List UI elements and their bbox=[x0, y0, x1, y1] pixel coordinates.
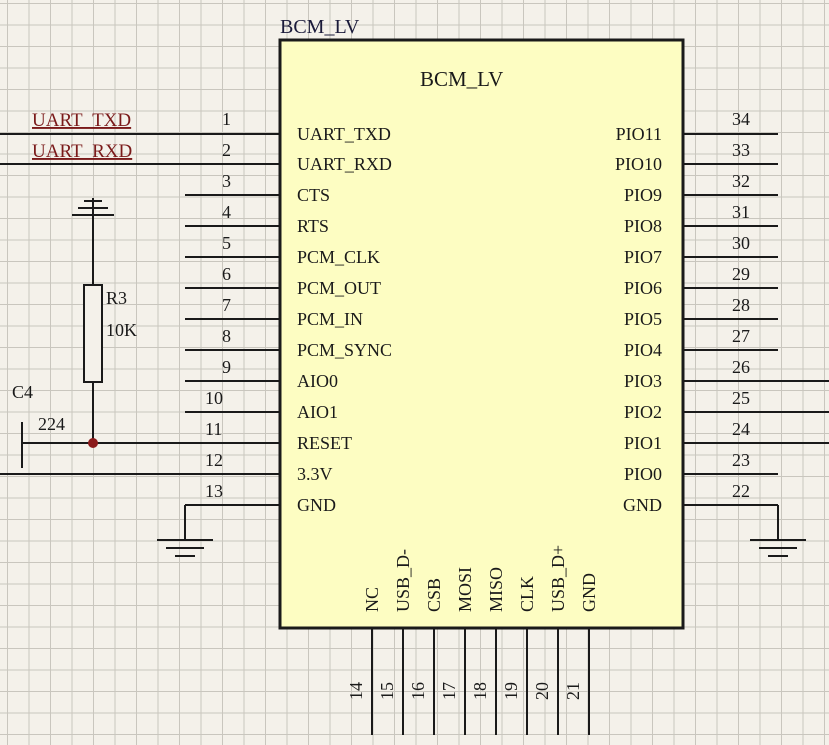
pin-number-13: 13 bbox=[205, 481, 223, 501]
pin-number-7: 7 bbox=[222, 295, 231, 315]
pin-number-1: 1 bbox=[222, 109, 231, 129]
pin-name-gnd-left: GND bbox=[297, 495, 336, 515]
pin-number-11: 11 bbox=[205, 419, 222, 439]
ground-symbol-left[interactable] bbox=[157, 505, 213, 557]
capacitor-value-label: 224 bbox=[38, 414, 65, 434]
pin-number-25: 25 bbox=[732, 388, 750, 408]
reset-junction-dot[interactable] bbox=[88, 438, 98, 448]
pin-number-32: 32 bbox=[732, 171, 750, 191]
pin-name-usb-d-plus: USB_D+ bbox=[548, 545, 568, 612]
pin-name-usb-d-minus: USB_D- bbox=[393, 549, 413, 612]
pin-number-23: 23 bbox=[732, 450, 750, 470]
pin-number-22: 22 bbox=[732, 481, 750, 501]
pin-name-mosi: MOSI bbox=[455, 567, 475, 612]
left-pin-group: 1 UART_TXD 2 UART_RXD 3 CTS 4 RTS 5 PCM_… bbox=[185, 109, 392, 515]
pin-name-pio0: PIO0 bbox=[624, 464, 662, 484]
pin-number-33: 33 bbox=[732, 140, 750, 160]
chip-name-label: BCM_LV bbox=[420, 67, 503, 91]
pin-number-8: 8 bbox=[222, 326, 231, 346]
pin-number-10: 10 bbox=[205, 388, 223, 408]
chip-body[interactable] bbox=[278, 38, 685, 630]
pin-name-rts: RTS bbox=[297, 216, 329, 236]
pin-name-pio10: PIO10 bbox=[615, 154, 662, 174]
pin-number-27: 27 bbox=[732, 326, 750, 346]
pin-name-gnd-right: GND bbox=[623, 495, 662, 515]
pin-number-20: 20 bbox=[532, 682, 552, 700]
pin-number-30: 30 bbox=[732, 233, 750, 253]
pin-number-15: 15 bbox=[377, 682, 397, 700]
pin-number-31: 31 bbox=[732, 202, 750, 222]
pin-name-3v3: 3.3V bbox=[297, 464, 333, 484]
pin-name-pcm-clk: PCM_CLK bbox=[297, 247, 380, 267]
pin-number-14: 14 bbox=[346, 682, 366, 700]
pin-number-16: 16 bbox=[408, 682, 428, 700]
uart-net-wires bbox=[0, 133, 185, 165]
pin-number-24: 24 bbox=[732, 419, 750, 439]
bottom-pin-group: NC 14 USB_D- 15 CSB 16 MOSI 17 MISO 18 C… bbox=[346, 545, 599, 735]
pin-name-aio1: AIO1 bbox=[297, 402, 338, 422]
pin-number-19: 19 bbox=[501, 682, 521, 700]
pin-name-reset: RESET bbox=[297, 433, 352, 453]
pin-name-aio0: AIO0 bbox=[297, 371, 338, 391]
ground-symbol-top[interactable] bbox=[72, 198, 114, 285]
pin-name-pcm-in: PCM_IN bbox=[297, 309, 363, 329]
pin-number-34: 34 bbox=[732, 109, 750, 129]
pin-name-nc: NC bbox=[362, 587, 382, 612]
pin-number-9: 9 bbox=[222, 357, 231, 377]
net-label-uart-rxd[interactable]: UART_RXD bbox=[32, 141, 132, 162]
resistor-r3[interactable] bbox=[83, 284, 103, 383]
right-pin-group: 34 PIO11 33 PIO10 32 PIO9 31 PIO8 30 PIO… bbox=[615, 109, 829, 515]
pin-number-26: 26 bbox=[732, 357, 750, 377]
pin-number-2: 2 bbox=[222, 140, 231, 160]
pin-name-pio2: PIO2 bbox=[624, 402, 662, 422]
pin-name-uart-rxd: UART_RXD bbox=[297, 154, 392, 174]
pin-name-pio1: PIO1 bbox=[624, 433, 662, 453]
resistor-reference-label: R3 bbox=[106, 288, 127, 308]
net-label-uart-txd[interactable]: UART_TXD bbox=[32, 110, 131, 131]
pin-name-uart-txd: UART_TXD bbox=[297, 124, 391, 144]
pin-name-pio9: PIO9 bbox=[624, 185, 662, 205]
pin-name-pio11: PIO11 bbox=[616, 124, 662, 144]
pin-name-csb: CSB bbox=[424, 578, 444, 612]
pin-name-clk: CLK bbox=[517, 576, 537, 612]
pin-name-pcm-out: PCM_OUT bbox=[297, 278, 381, 298]
pin-number-12: 12 bbox=[205, 450, 223, 470]
pin-name-gnd-bottom: GND bbox=[579, 573, 599, 612]
pin-number-6: 6 bbox=[222, 264, 231, 284]
pin-name-pio5: PIO5 bbox=[624, 309, 662, 329]
pin-number-4: 4 bbox=[222, 202, 231, 222]
pin-number-29: 29 bbox=[732, 264, 750, 284]
chip-reference-label: BCM_LV bbox=[280, 16, 360, 38]
pin-number-18: 18 bbox=[470, 682, 490, 700]
pin-number-21: 21 bbox=[563, 682, 583, 700]
pin-name-pio8: PIO8 bbox=[624, 216, 662, 236]
pin-name-cts: CTS bbox=[297, 185, 330, 205]
capacitor-reference-label: C4 bbox=[12, 382, 33, 402]
pin-number-3: 3 bbox=[222, 171, 231, 191]
pin-number-5: 5 bbox=[222, 233, 231, 253]
pin-name-miso: MISO bbox=[486, 567, 506, 612]
pin-name-pio6: PIO6 bbox=[624, 278, 662, 298]
resistor-value-label: 10K bbox=[106, 320, 137, 340]
pin-number-17: 17 bbox=[439, 682, 459, 700]
pin-number-28: 28 bbox=[732, 295, 750, 315]
pin-name-pio4: PIO4 bbox=[624, 340, 662, 360]
pin-name-pio3: PIO3 bbox=[624, 371, 662, 391]
pin-name-pcm-sync: PCM_SYNC bbox=[297, 340, 392, 360]
ground-symbol-right[interactable] bbox=[750, 505, 806, 557]
pin-name-pio7: PIO7 bbox=[624, 247, 662, 267]
